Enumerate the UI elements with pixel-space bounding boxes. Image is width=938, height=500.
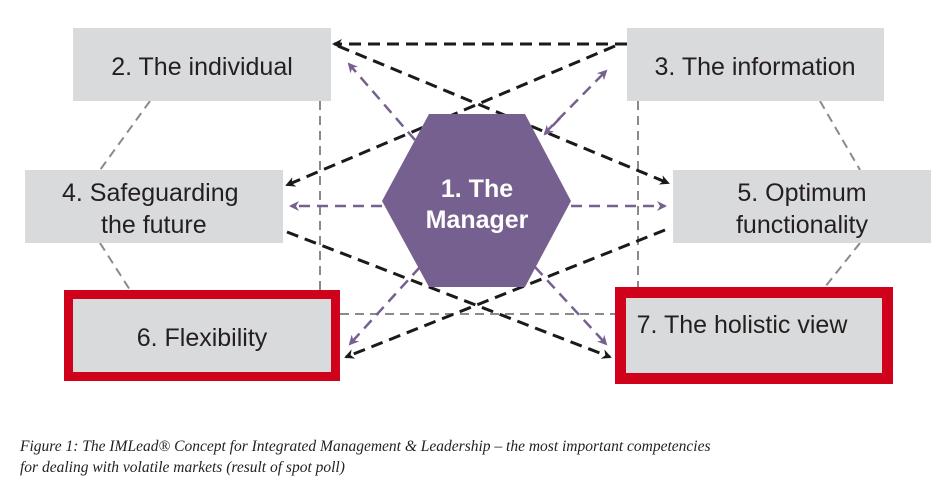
gray-connector-lines (99, 100, 861, 315)
center-label: Manager (426, 206, 529, 234)
node-label: functionality (736, 211, 869, 239)
node-individual: 2. The individual (73, 28, 331, 101)
center-label: 1. The (441, 175, 513, 203)
figure-caption: Figure 1: The IMLead® Concept for Integr… (20, 436, 711, 478)
node-holistic: 7. The holistic view (615, 287, 893, 384)
center-manager-hexagon: 1. The Manager (382, 114, 571, 287)
caption-line-1: Figure 1: The IMLead® Concept for Integr… (20, 438, 711, 455)
caption-line-2: for dealing with volatile markets (resul… (20, 459, 345, 476)
node-label: 6. Flexibility (137, 324, 268, 352)
node-label: 4. Safeguarding (62, 179, 239, 207)
purple-arrows (289, 62, 667, 346)
node-label: 2. The individual (111, 53, 293, 81)
node-optimum: 5. Optimum functionality (673, 170, 931, 243)
node-safeguarding: 4. Safeguarding the future (25, 170, 283, 243)
node-information: 3. The information (627, 28, 884, 101)
node-label: the future (101, 211, 207, 239)
node-flexibility: 6. Flexibility (64, 290, 340, 381)
node-label: 7. The holistic view (637, 311, 849, 339)
node-label: 5. Optimum (737, 179, 866, 207)
node-label: 3. The information (654, 53, 855, 81)
